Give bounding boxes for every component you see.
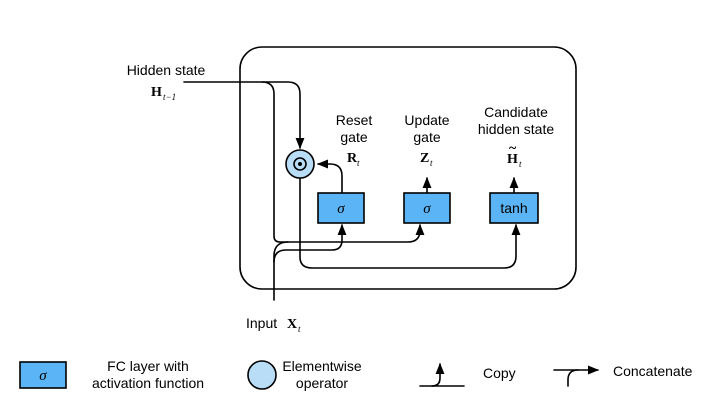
candidate-label-1: Candidate [484,104,548,120]
candidate-fc-layer: tanh [489,192,539,224]
reset-gate-label-2: gate [340,129,367,145]
legend-fc-layer: σ FC layer with activation function [19,358,204,391]
gru-cell-box [239,46,577,290]
candidate-label-2: hidden state [478,121,554,137]
update-gate-fc-layer: σ [403,192,451,224]
reset-to-operator-wire [316,159,343,194]
reset-gate-fn: σ [337,201,345,217]
legend-operator-label-2: operator [296,375,348,391]
legend-operator: Elementwise operator [247,358,362,391]
candidate-fn: tanh [500,200,527,216]
legend: σ FC layer with activation function Elem… [19,358,693,391]
input-symbol: X [287,317,297,332]
reset-gate-subscript: t [357,158,360,168]
elementwise-operator [285,149,315,179]
legend-concatenate-label: Concatenate [613,363,693,379]
update-gate-symbol: Z [420,151,429,166]
input-wires [273,223,347,301]
legend-concatenate: Concatenate [553,363,693,387]
legend-operator-label-1: Elementwise [282,358,362,374]
candidate-subscript: t [519,159,522,169]
input-subscript: t [298,324,301,334]
hidden-state-label: Hidden state [127,62,206,78]
update-gate-subscript: t [430,158,433,168]
legend-fc-label-1: FC layer with [107,358,189,374]
legend-copy-label: Copy [483,365,516,381]
legend-copy: Copy [419,362,516,387]
candidate-tilde: ~ [509,141,517,156]
reset-gate-fc-layer: σ [317,192,365,224]
reset-gate-symbol: R [347,151,358,166]
update-gate-label-1: Update [404,112,449,128]
input-label: Input [246,315,277,331]
reset-gate-label-1: Reset [336,112,373,128]
update-gate-label-2: gate [413,129,440,145]
hidden-state-subscript: t−1 [163,92,176,102]
update-gate-fn: σ [423,201,431,217]
legend-operator-icon [247,360,277,390]
legend-fc-label-2: activation function [92,375,204,391]
hidden-state-symbol: H [151,85,162,100]
hidden-state-wires [183,81,521,269]
candidate-symbol: H [507,152,518,167]
legend-fc-symbol: σ [39,368,47,384]
